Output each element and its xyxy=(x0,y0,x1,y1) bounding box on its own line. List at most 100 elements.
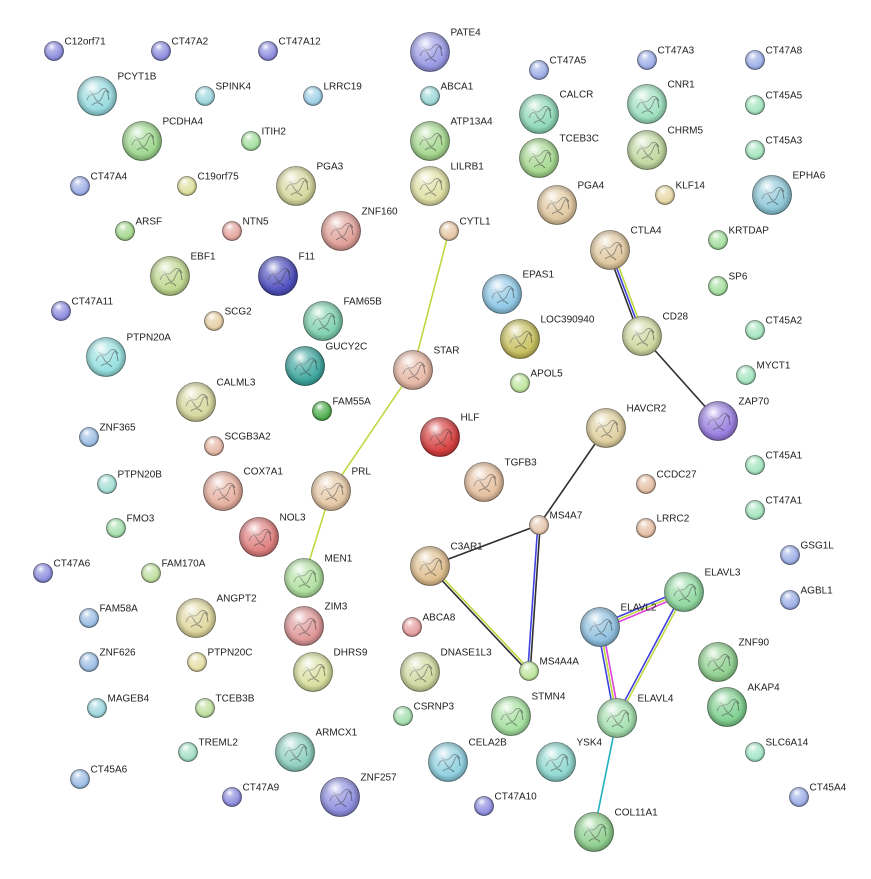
node-cnr1[interactable]: CNR1 xyxy=(627,80,696,124)
node-znf257[interactable]: ZNF257 xyxy=(320,773,398,817)
node-ct47a10[interactable]: CT47A10 xyxy=(474,792,538,816)
node-gsg1l[interactable]: GSG1L xyxy=(780,541,835,565)
node-c19orf75[interactable]: C19orf75 xyxy=(177,172,240,196)
node-cela2b[interactable]: CELA2B xyxy=(428,738,508,782)
node-znf626[interactable]: ZNF626 xyxy=(79,648,137,672)
node-angpt2[interactable]: ANGPT2 xyxy=(176,594,257,638)
node-slc6a14[interactable]: SLC6A14 xyxy=(745,738,809,762)
node-f11[interactable]: F11 xyxy=(258,252,316,296)
node-elavl2[interactable]: ELAVL2 xyxy=(580,603,657,647)
node-ebf1[interactable]: EBF1 xyxy=(150,252,216,296)
node-ct45a1[interactable]: CT45A1 xyxy=(745,451,803,475)
node-klf14[interactable]: KLF14 xyxy=(655,181,706,205)
node-csrnp3[interactable]: CSRNP3 xyxy=(393,702,455,726)
node-ysk4[interactable]: YSK4 xyxy=(536,738,603,782)
node-fam58a[interactable]: FAM58A xyxy=(79,604,139,628)
node-pcyt1b[interactable]: PCYT1B xyxy=(77,72,157,116)
node-ct45a4[interactable]: CT45A4 xyxy=(789,783,847,807)
node-ms4a7[interactable]: MS4A7 xyxy=(529,511,583,535)
node-cytl1[interactable]: CYTL1 xyxy=(439,217,492,241)
node-ct47a2[interactable]: CT47A2 xyxy=(151,37,209,61)
node-abca8[interactable]: ABCA8 xyxy=(402,613,456,637)
node-ct47a12[interactable]: CT47A12 xyxy=(258,37,322,61)
node-mageb4[interactable]: MAGEB4 xyxy=(87,694,150,718)
node-tceb3b[interactable]: TCEB3B xyxy=(195,694,255,718)
node-znf90[interactable]: ZNF90 xyxy=(698,638,770,682)
node-hlf[interactable]: HLF xyxy=(420,413,480,457)
node-tgfb3[interactable]: TGFB3 xyxy=(464,458,538,502)
node-pate4[interactable]: PATE4 xyxy=(410,28,482,72)
node-col11a1[interactable]: COL11A1 xyxy=(574,808,659,852)
node-abca1[interactable]: ABCA1 xyxy=(420,82,474,106)
node-ct47a5[interactable]: CT47A5 xyxy=(529,56,587,80)
node-treml2[interactable]: TREML2 xyxy=(178,738,239,762)
node-znf160[interactable]: ZNF160 xyxy=(321,207,399,251)
node-ct47a6[interactable]: CT47A6 xyxy=(33,559,91,583)
node-elavl3[interactable]: ELAVL3 xyxy=(664,568,741,612)
node-ptpn20b[interactable]: PTPN20B xyxy=(97,470,163,494)
node-star[interactable]: STAR xyxy=(393,346,460,390)
node-tceb3c[interactable]: TCEB3C xyxy=(519,134,599,178)
node-epas1[interactable]: EPAS1 xyxy=(482,270,555,314)
node-c3ar1[interactable]: C3AR1 xyxy=(410,542,484,586)
node-dhrs9[interactable]: DHRS9 xyxy=(293,648,368,692)
node-men1[interactable]: MEN1 xyxy=(284,554,353,598)
node-stmn4[interactable]: STMN4 xyxy=(491,692,566,736)
node-ct47a1[interactable]: CT47A1 xyxy=(745,496,803,520)
node-agbl1[interactable]: AGBL1 xyxy=(780,586,834,610)
node-ct45a5[interactable]: CT45A5 xyxy=(745,91,803,115)
node-spink4[interactable]: SPINK4 xyxy=(195,82,252,106)
node-pga3[interactable]: PGA3 xyxy=(276,162,344,206)
node-fam65b[interactable]: FAM65B xyxy=(303,297,383,341)
node-sp6[interactable]: SP6 xyxy=(708,272,748,296)
node-zap70[interactable]: ZAP70 xyxy=(698,397,770,441)
node-fam55a[interactable]: FAM55A xyxy=(312,397,372,421)
node-ctla4[interactable]: CTLA4 xyxy=(590,226,663,270)
node-ptpn20a[interactable]: PTPN20A xyxy=(86,333,172,377)
node-ct47a3[interactable]: CT47A3 xyxy=(637,46,695,70)
node-ntn5[interactable]: NTN5 xyxy=(222,217,270,241)
node-pga4[interactable]: PGA4 xyxy=(537,181,605,225)
node-c12orf71[interactable]: C12orf71 xyxy=(44,37,107,61)
node-ct47a8[interactable]: CT47A8 xyxy=(745,46,803,70)
node-znf365[interactable]: ZNF365 xyxy=(79,423,137,447)
node-ct47a11[interactable]: CT47A11 xyxy=(51,297,114,321)
node-ct45a2[interactable]: CT45A2 xyxy=(745,316,803,340)
node-fmo3[interactable]: FMO3 xyxy=(106,514,155,538)
node-lrrc19[interactable]: LRRC19 xyxy=(303,82,363,106)
node-ct47a9[interactable]: CT47A9 xyxy=(222,783,280,807)
node-zim3[interactable]: ZIM3 xyxy=(284,602,348,646)
node-ptpn20c[interactable]: PTPN20C xyxy=(187,648,253,672)
node-scg2[interactable]: SCG2 xyxy=(204,307,253,331)
node-lrrc2[interactable]: LRRC2 xyxy=(636,514,690,538)
node-dnase1l3[interactable]: DNASE1L3 xyxy=(400,648,493,692)
node-pcdha4[interactable]: PCDHA4 xyxy=(122,117,204,161)
node-akap4[interactable]: AKAP4 xyxy=(707,683,781,727)
node-calcr[interactable]: CALCR xyxy=(519,90,594,134)
node-armcx1[interactable]: ARMCX1 xyxy=(275,728,358,772)
node-ct45a3[interactable]: CT45A3 xyxy=(745,136,803,160)
node-nol3[interactable]: NOL3 xyxy=(239,513,307,557)
node-apol5[interactable]: APOL5 xyxy=(510,369,564,393)
node-elavl4[interactable]: ELAVL4 xyxy=(597,694,674,738)
node-calml3[interactable]: CALML3 xyxy=(176,378,256,422)
node-chrm5[interactable]: CHRM5 xyxy=(627,126,704,170)
node-ms4a4a[interactable]: MS4A4A xyxy=(519,657,580,681)
node-loc390940[interactable]: LOC390940 xyxy=(500,315,595,359)
node-atp13a4[interactable]: ATP13A4 xyxy=(410,117,493,161)
node-havcr2[interactable]: HAVCR2 xyxy=(586,404,667,448)
node-gucy2c[interactable]: GUCY2C xyxy=(285,342,368,386)
node-itih2[interactable]: ITIH2 xyxy=(241,127,287,151)
node-lilrb1[interactable]: LILRB1 xyxy=(410,162,485,206)
node-ct47a4[interactable]: CT47A4 xyxy=(70,172,128,196)
node-cd28[interactable]: CD28 xyxy=(622,312,689,356)
node-ccdc27[interactable]: CCDC27 xyxy=(636,470,697,494)
node-prl[interactable]: PRL xyxy=(311,467,372,511)
node-epha6[interactable]: EPHA6 xyxy=(752,171,826,215)
node-cox7a1[interactable]: COX7A1 xyxy=(203,467,284,511)
node-ct45a6[interactable]: CT45A6 xyxy=(70,765,128,789)
node-scgb3a2[interactable]: SCGB3A2 xyxy=(204,432,272,456)
node-krtdap[interactable]: KRTDAP xyxy=(708,226,770,250)
node-fam170a[interactable]: FAM170A xyxy=(141,559,206,583)
node-arsf[interactable]: ARSF xyxy=(115,217,163,241)
